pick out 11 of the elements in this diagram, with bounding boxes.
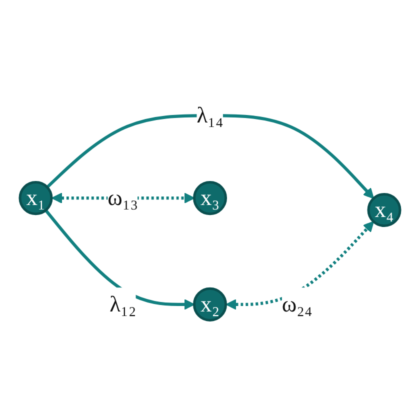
- edge-label: ω₂₄: [282, 291, 312, 316]
- arrow: [46, 114, 374, 199]
- arrow: [226, 221, 374, 310]
- node-circle: x₃: [192, 181, 228, 216]
- node-circle: x₁: [18, 181, 53, 216]
- node-circle: x₂: [192, 287, 228, 322]
- edge-label: λ₁₂: [110, 291, 136, 316]
- arrow: [44, 209, 195, 310]
- edge-label: ω₁₃: [108, 184, 138, 210]
- edge-label: λ₁₄: [196, 102, 224, 128]
- node-circle: x₄: [367, 192, 402, 228]
